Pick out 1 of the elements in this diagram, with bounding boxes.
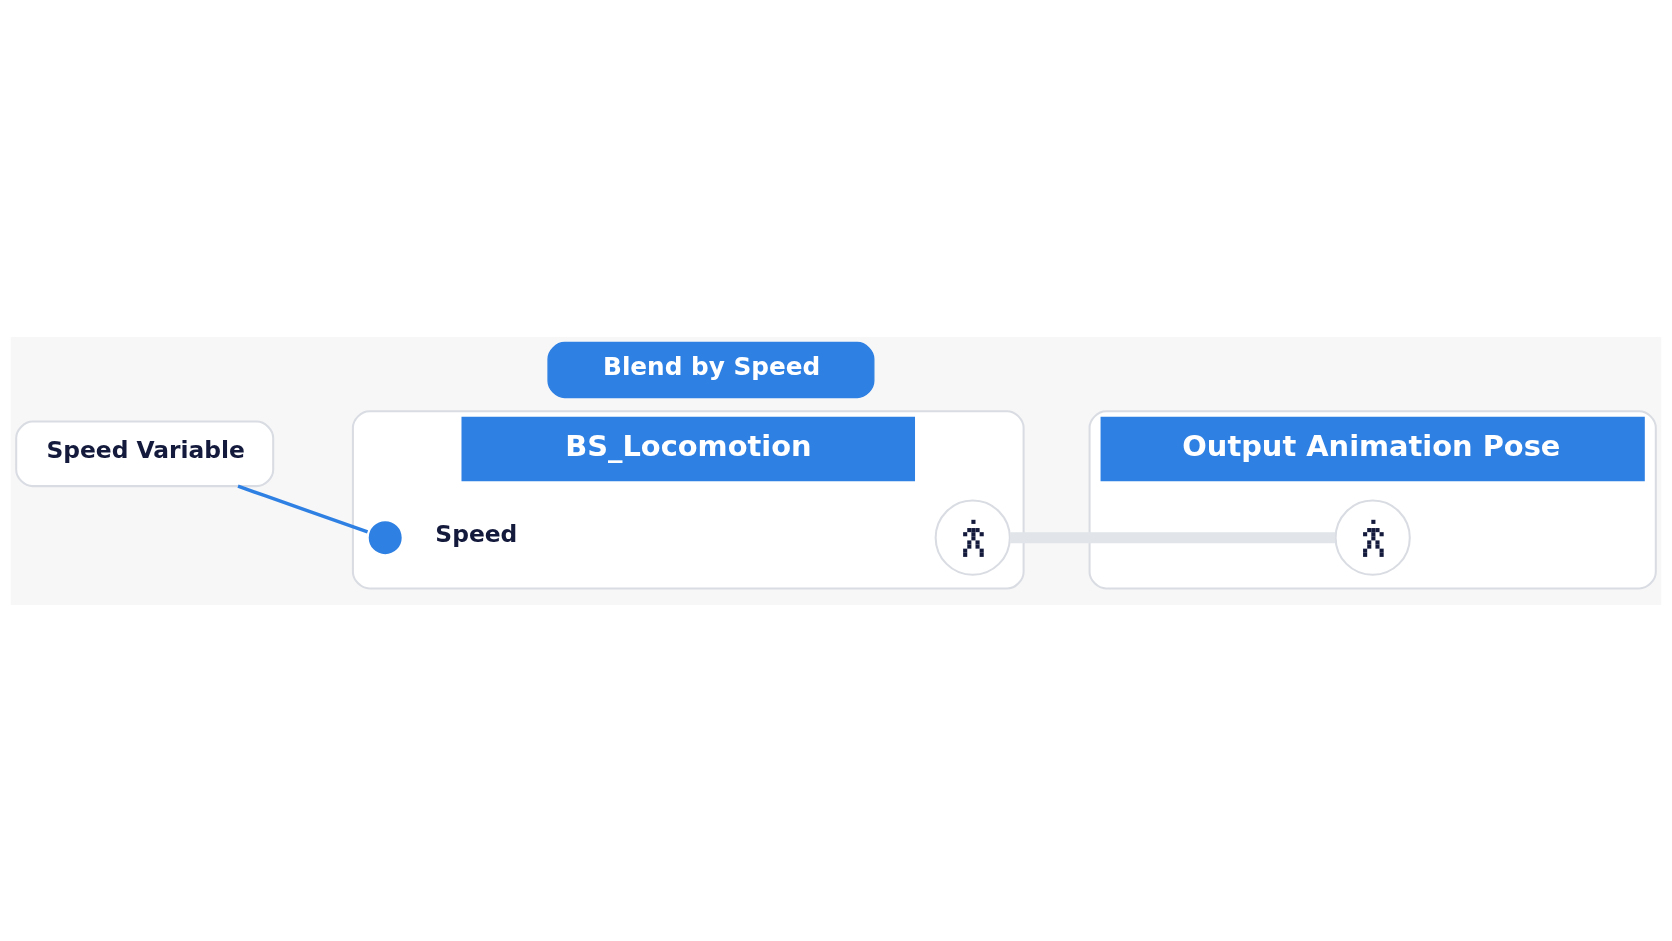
node-label: Speed <box>435 519 518 548</box>
